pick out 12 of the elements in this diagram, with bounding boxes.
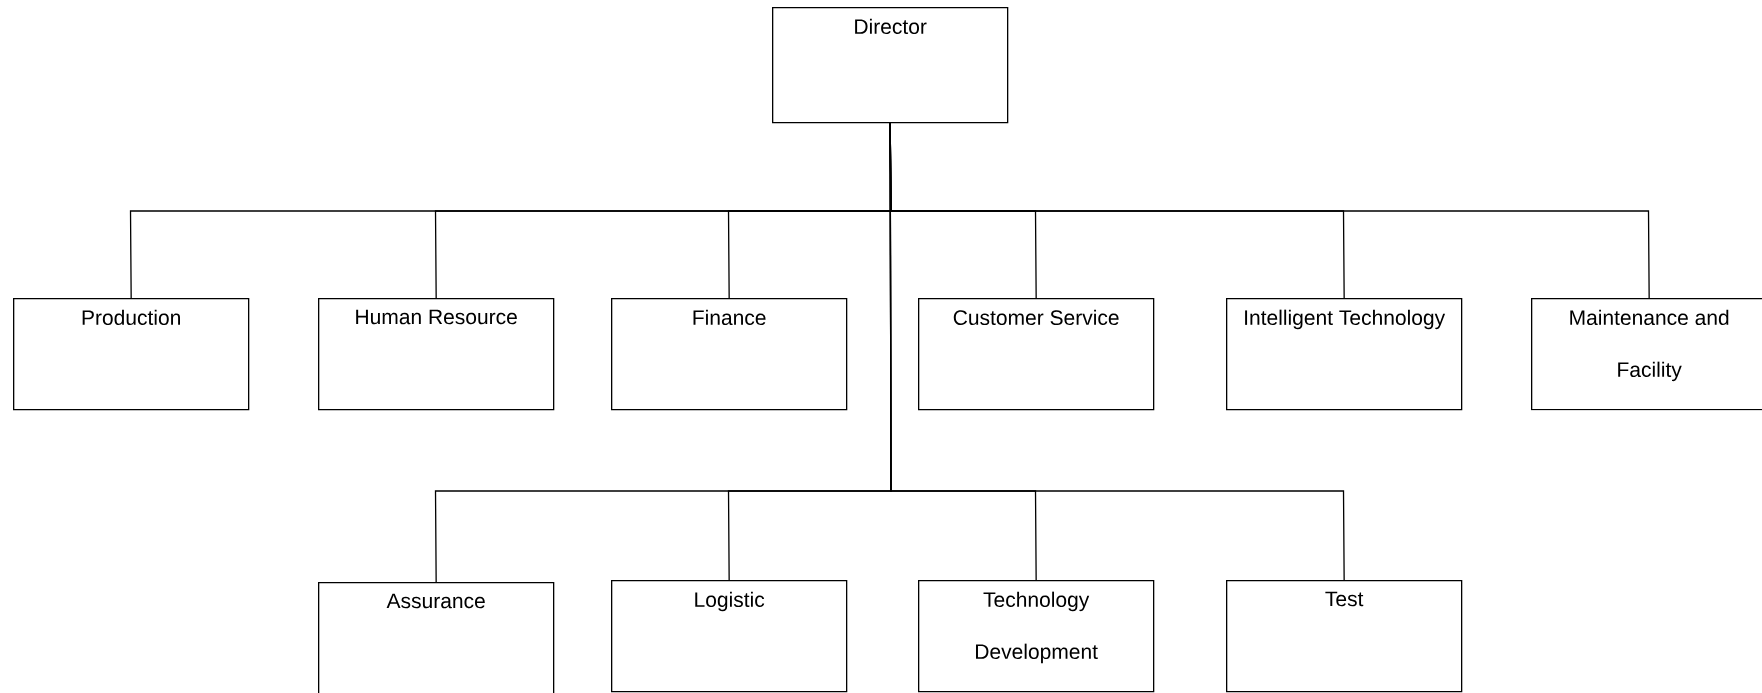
- connector-line: [889, 122, 1345, 581]
- department-box: Finance: [611, 298, 848, 411]
- department-box: Human Resource: [318, 298, 555, 411]
- department-box: Logistic: [611, 580, 848, 693]
- department-box: Production: [13, 298, 250, 411]
- department-box: Intelligent Technology: [1226, 298, 1463, 411]
- department-box: Technology Development: [918, 580, 1155, 693]
- department-box: Maintenance and Facility: [1531, 298, 1762, 411]
- department-box: Director: [772, 7, 1009, 124]
- department-box: Assurance: [318, 582, 555, 693]
- department-box: Test: [1226, 580, 1463, 693]
- department-box: Customer Service: [918, 298, 1155, 411]
